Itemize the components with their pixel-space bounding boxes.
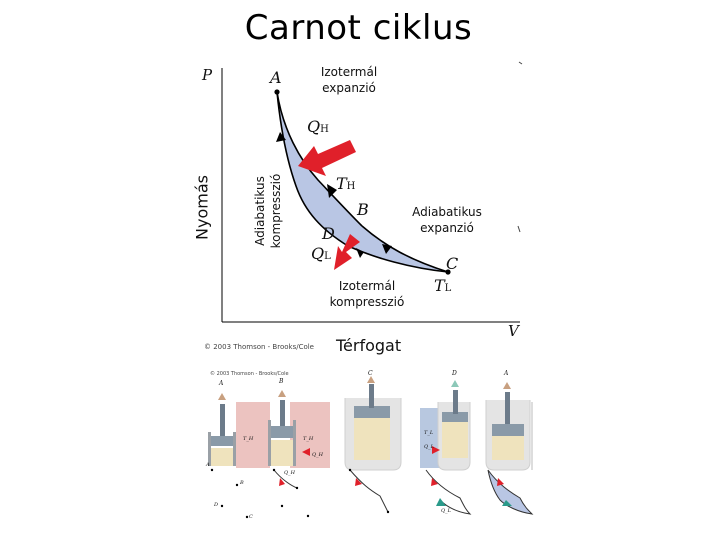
panel-1-top-label: A — [219, 380, 224, 387]
mini-pv-1 — [210, 468, 249, 519]
panel-2 — [268, 390, 330, 468]
isothermal-compression-line1: Izotermál — [338, 279, 396, 293]
direction-arrow-cd — [356, 248, 364, 258]
temp-cold-sub: L — [444, 283, 452, 294]
adiabatic-expansion-line1: Adiabatikus — [412, 205, 482, 219]
mini-heat-in: Q_H — [284, 470, 295, 476]
adiabatic-expansion-line2: expanzió — [420, 221, 474, 235]
heat-out-q: Q — [311, 244, 325, 263]
panel-5-top-label: A — [504, 370, 509, 377]
panel-4-temp-label: T_L — [424, 430, 434, 436]
adiabat-bc — [361, 225, 449, 273]
panel-4 — [420, 380, 471, 471]
direction-arrow-bc — [382, 244, 392, 254]
heat-out-arrow — [334, 234, 360, 270]
mini-point-b: B — [240, 480, 244, 486]
panel-3-top-label: C — [368, 370, 373, 377]
heat-in-arrow — [298, 140, 356, 176]
mini-point-d: D — [214, 502, 219, 508]
point-c-label: C — [446, 254, 459, 273]
mini-point-c: C — [249, 514, 253, 520]
heat-in-label: QH — [307, 117, 329, 136]
panel-4-heat-label: Q_L — [424, 444, 434, 450]
adiabatic-compression-label: Adiabatikus kompresszió — [252, 168, 284, 254]
point-a — [274, 89, 280, 95]
isothermal-expansion-label: Izotermál expanzió — [310, 64, 388, 96]
diagram-credit: © 2003 Thomson - Brooks/Cole — [204, 343, 314, 351]
adiabatic-compression-line1: Adiabatikus — [253, 176, 267, 246]
isothermal-compression-label: Izotermál kompresszió — [324, 278, 410, 310]
panels-credit: © 2003 Thomson - Brooks/Cole — [210, 371, 289, 377]
panel-5 — [485, 382, 531, 471]
mini-pv-4 — [425, 469, 472, 515]
temp-cold-label: TL — [434, 276, 451, 295]
panel-2-heat-label: Q_H — [312, 452, 323, 458]
point-a-label: A — [270, 68, 282, 87]
temp-hot-t: T — [336, 174, 347, 193]
panel-1-temp-label: T_H — [243, 436, 254, 442]
adiabatic-compression-line2: kompresszió — [269, 173, 283, 249]
heat-in-q: Q — [307, 117, 321, 136]
isothermal-compression-line2: kompresszió — [329, 295, 405, 309]
cycle-area — [277, 92, 448, 272]
panel-1-bottom-label: B — [279, 378, 284, 385]
panel-3 — [344, 376, 402, 471]
isothermal-expansion-line2: expanzió — [322, 81, 376, 95]
mini-pv-2 — [272, 468, 310, 518]
x-axis-tick-right — [518, 61, 523, 65]
panel-2-temp-label: T_H — [303, 436, 314, 442]
temp-hot-label: TH — [336, 174, 355, 193]
isothermal-expansion-line1: Izotermál — [320, 65, 378, 79]
slide-title: Carnot ciklus — [244, 8, 473, 48]
heat-out-label: QL — [311, 244, 331, 263]
x-axis-title: Térfogat — [336, 336, 402, 355]
heat-out-sub: L — [324, 251, 331, 262]
mini-pv-5 — [487, 469, 534, 515]
mini-heat-out: Q_L — [441, 508, 451, 514]
point-d-label: D — [322, 224, 335, 243]
adiabat-da — [276, 91, 349, 247]
panel-4-top-label: D — [452, 370, 457, 377]
temp-hot-sub: H — [346, 181, 356, 192]
panel-1 — [208, 393, 270, 468]
axis-p-label: P — [202, 66, 213, 84]
heat-in-sub: H — [320, 124, 329, 135]
mini-point-a: A — [206, 462, 210, 468]
isotherm-ab — [276, 91, 363, 227]
axis-v-label: V — [508, 322, 519, 340]
x-axis-tick-right2 — [517, 225, 521, 233]
direction-arrow-da — [276, 132, 286, 142]
point-c — [445, 269, 451, 275]
mini-pv-3 — [348, 468, 390, 514]
direction-arrow-ab — [327, 184, 337, 198]
temp-cold-t: T — [434, 276, 445, 295]
adiabatic-expansion-label: Adiabatikus expanzió — [404, 204, 490, 236]
y-axis-title: Nyomás — [192, 175, 212, 240]
point-b-label: B — [357, 200, 369, 219]
